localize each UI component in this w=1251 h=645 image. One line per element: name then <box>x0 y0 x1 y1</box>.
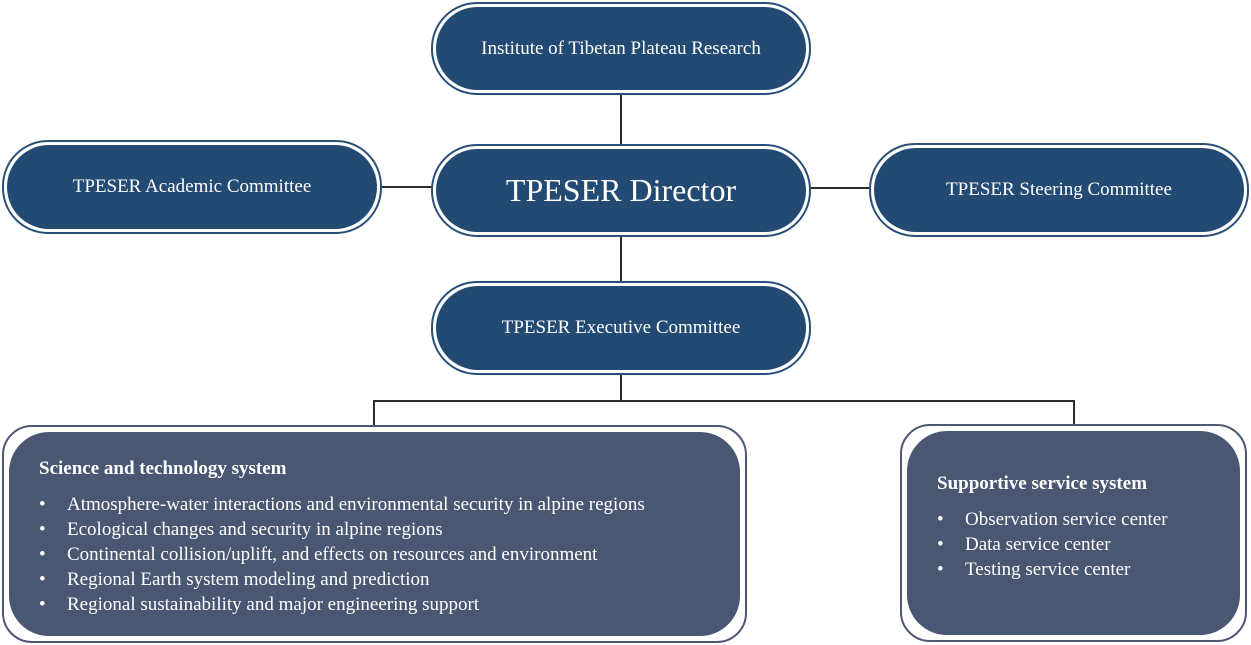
list-item: • Continental collision/uplift, and effec… <box>39 542 710 567</box>
list-item: • Observation service center <box>937 507 1210 532</box>
connector-branch-science <box>373 400 375 426</box>
list-item: • Regional sustainability and major engin… <box>39 592 710 617</box>
executive-committee-node: TPESER Executive Committee <box>431 281 811 375</box>
science-system-frame: Science and technology system • Atmospher… <box>2 425 747 643</box>
science-system-list: • Atmosphere-water interactions and envir… <box>39 492 710 617</box>
list-item: • Data service center <box>937 532 1210 557</box>
connector-horizontal-branch <box>373 400 1075 402</box>
bullet-icon: • <box>39 494 46 515</box>
list-item: • Regional Earth system modeling and pred… <box>39 567 710 592</box>
list-item-text: Observation service center <box>965 508 1168 530</box>
director-node: TPESER Director <box>431 144 811 237</box>
institute-node: Institute of Tibetan Plateau Research <box>431 2 811 95</box>
list-item-text: Regional sustainability and major engine… <box>67 594 480 615</box>
academic-committee-node: TPESER Academic Committee <box>2 140 382 234</box>
bullet-icon: • <box>39 519 46 540</box>
steering-committee-node: TPESER Steering Committee <box>869 143 1249 237</box>
director-label: TPESER Director <box>436 149 806 232</box>
bullet-icon: • <box>937 533 944 555</box>
science-system-panel: Science and technology system • Atmospher… <box>9 432 740 636</box>
bullet-icon: • <box>39 544 46 565</box>
bullet-icon: • <box>39 594 46 615</box>
connector-director-executive <box>620 236 622 282</box>
support-system-panel: Supportive service system • Observation s… <box>907 431 1240 635</box>
list-item-text: Data service center <box>965 533 1111 555</box>
support-system-title: Supportive service system <box>937 472 1148 494</box>
academic-committee-label: TPESER Academic Committee <box>7 145 377 229</box>
list-item-text: Atmosphere-water interactions and enviro… <box>67 494 645 515</box>
connector-institute-director <box>620 94 622 146</box>
list-item-text: Regional Earth system modeling and predi… <box>67 569 430 590</box>
science-system-title: Science and technology system <box>39 458 287 479</box>
support-system-frame: Supportive service system • Observation s… <box>900 424 1247 642</box>
list-item-text: Ecological changes and security in alpin… <box>67 519 443 540</box>
institute-label: Institute of Tibetan Plateau Research <box>436 7 806 90</box>
connector-director-steering <box>810 187 871 189</box>
connector-executive-down <box>620 374 622 401</box>
executive-committee-label: TPESER Executive Committee <box>436 286 806 370</box>
list-item-text: Testing service center <box>965 558 1131 580</box>
list-item: • Ecological changes and security in alpi… <box>39 517 710 542</box>
bullet-icon: • <box>937 558 944 580</box>
connector-branch-support <box>1073 400 1075 426</box>
connector-academic-director <box>381 186 432 188</box>
list-item-text: Continental collision/uplift, and effect… <box>67 544 598 565</box>
bullet-icon: • <box>937 508 944 530</box>
bullet-icon: • <box>39 569 46 590</box>
list-item: • Atmosphere-water interactions and envir… <box>39 492 710 517</box>
support-system-list: • Observation service center • Data servic… <box>937 507 1210 582</box>
steering-committee-label: TPESER Steering Committee <box>874 148 1244 232</box>
list-item: • Testing service center <box>937 557 1210 582</box>
